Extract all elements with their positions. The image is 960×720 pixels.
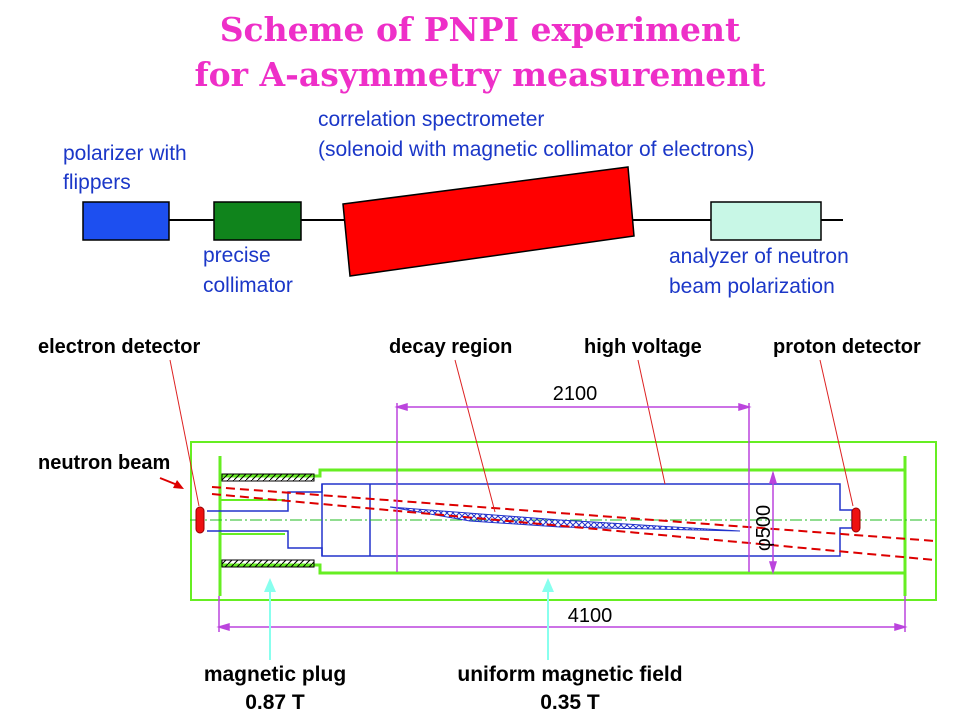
collimator-label-2: collimator bbox=[203, 274, 293, 297]
uniform-field-value: 0.35 T bbox=[540, 691, 600, 714]
spectrometer-label-2: (solenoid with magnetic collimator of el… bbox=[318, 138, 755, 161]
dimension-2100 bbox=[394, 402, 752, 572]
electron-detector-label: electron detector bbox=[38, 336, 201, 358]
dimension-2100-text: 2100 bbox=[553, 383, 598, 405]
polarizer-block bbox=[82, 201, 170, 241]
polarizer-label-2: flippers bbox=[63, 171, 131, 194]
plug-coil-top bbox=[221, 473, 315, 482]
analyzer-block bbox=[710, 201, 822, 241]
spectrometer-label-1: correlation spectrometer bbox=[318, 108, 545, 131]
high-voltage-label: high voltage bbox=[584, 336, 702, 358]
title-line-2: for A-asymmetry measurement bbox=[194, 55, 766, 94]
magnetic-plug-value: 0.87 T bbox=[245, 691, 305, 714]
title-line-1: Scheme of PNPI experiment bbox=[219, 10, 741, 49]
proton-detector-label: proton detector bbox=[773, 336, 921, 358]
analyzer-label-2: beam polarization bbox=[669, 275, 835, 298]
neutron-beam-label: neutron beam bbox=[38, 452, 171, 474]
collimator-label-1: precise bbox=[203, 244, 271, 267]
label-leaders bbox=[169, 359, 854, 513]
decay-region-shape bbox=[389, 506, 741, 532]
dimension-4100-text: 4100 bbox=[568, 605, 613, 627]
dimension-diameter bbox=[768, 470, 778, 575]
plug-coil-bottom bbox=[221, 559, 315, 568]
neutron-beam-arrowhead bbox=[173, 480, 184, 489]
analyzer-label-1: analyzer of neutron bbox=[669, 245, 849, 268]
collimator-block bbox=[213, 201, 302, 241]
polarizer-label-1: polarizer with bbox=[63, 142, 187, 165]
decay-region-label: decay region bbox=[389, 336, 513, 358]
spectrometer-block bbox=[342, 166, 635, 277]
uniform-field-label: uniform magnetic field bbox=[457, 663, 683, 686]
proton-detector bbox=[851, 507, 861, 533]
magnetic-plug-label: magnetic plug bbox=[203, 663, 347, 686]
neutron-beam-lines bbox=[211, 486, 936, 561]
dimension-diameter-text: φ500 bbox=[753, 505, 775, 551]
solenoid-outer-outline bbox=[190, 441, 937, 601]
dimension-4100 bbox=[216, 596, 908, 632]
uniform-field-arrow bbox=[542, 578, 554, 660]
magnetic-plug-arrow bbox=[264, 578, 276, 660]
scheme-beamline bbox=[82, 166, 843, 277]
electron-detector bbox=[195, 506, 205, 534]
